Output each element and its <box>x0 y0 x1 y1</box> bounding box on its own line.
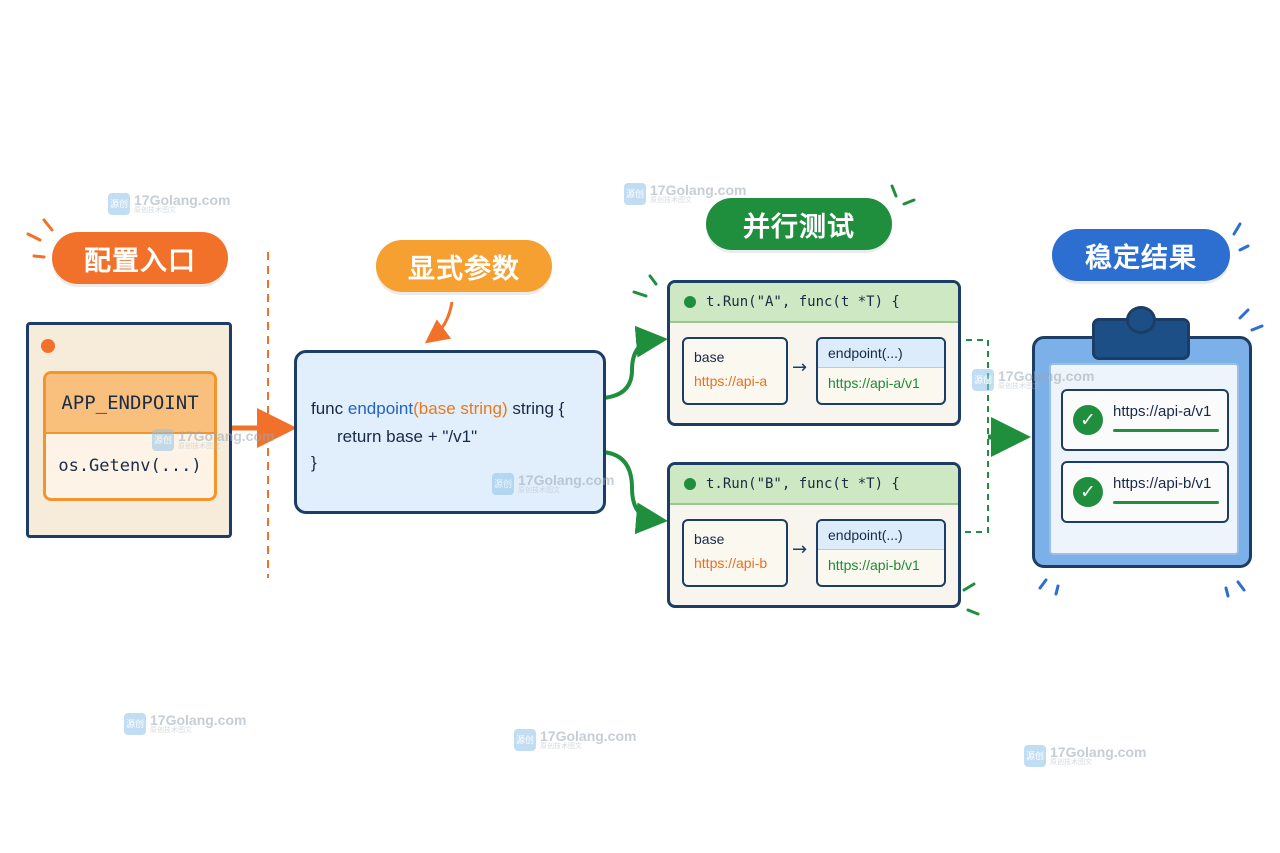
base-box: base https://api-b <box>682 519 788 587</box>
watermark-logo-icon: 源创 <box>972 368 994 391</box>
test-header: t.Run("A", func(t *T) { <box>670 283 958 323</box>
test-panel-b: t.Run("B", func(t *T) { base https://api… <box>667 462 961 608</box>
status-dot <box>684 296 696 308</box>
func-body-line: return base + "/v1" <box>337 427 478 446</box>
watermark-logo-icon: 源创 <box>492 472 514 495</box>
getenv-call: os.Getenv(...) <box>58 456 202 476</box>
stable-result-label: 稳定结果 <box>1052 229 1230 281</box>
test-header-text: t.Run("B", func(t *T) { <box>706 476 900 492</box>
config-entry-label: 配置入口 <box>52 232 228 284</box>
base-label: base <box>694 349 725 365</box>
results-clipboard: ✓ https://api-a/v1 ✓ https://api-b/v1 <box>1032 336 1252 568</box>
explicit-params-label: 显式参数 <box>376 240 552 292</box>
endpoint-label: endpoint(...) <box>828 527 903 543</box>
base-value: https://api-b <box>694 555 768 571</box>
watermark-logo-icon: 源创 <box>124 712 146 735</box>
env-var-name: APP_ENDPOINT <box>46 374 214 434</box>
arrow-right-icon: → <box>792 539 808 560</box>
base-label: base <box>694 531 725 547</box>
watermark-logo-icon: 源创 <box>108 192 130 215</box>
endpoint-box: endpoint(...) https://api-a/v1 <box>816 337 946 405</box>
test-header: t.Run("B", func(t *T) { <box>670 465 958 505</box>
parallel-tests-label: 并行测试 <box>706 198 892 250</box>
underline <box>1113 501 1219 504</box>
result-url: https://api-b/v1 <box>1113 475 1212 492</box>
endpoint-function-card: func endpoint(base string) string { retu… <box>294 350 606 514</box>
func-close-brace: } <box>311 453 317 472</box>
func-param: base string <box>418 399 502 418</box>
check-icon: ✓ <box>1073 477 1103 507</box>
watermark-logo-icon: 源创 <box>514 728 536 751</box>
func-name: endpoint <box>347 399 414 418</box>
endpoint-box: endpoint(...) https://api-b/v1 <box>816 519 946 587</box>
result-item: ✓ https://api-b/v1 <box>1061 461 1229 523</box>
check-icon: ✓ <box>1073 405 1103 435</box>
endpoint-value: https://api-a/v1 <box>828 375 920 391</box>
result-url: https://api-a/v1 <box>1113 403 1212 420</box>
watermark-logo-icon: 源创 <box>624 182 646 205</box>
pin-dot <box>41 339 55 353</box>
endpoint-label: endpoint(...) <box>828 345 903 361</box>
watermark-logo-icon: 源创 <box>152 428 174 451</box>
underline <box>1113 429 1219 432</box>
test-panel-a: t.Run("A", func(t *T) { base https://api… <box>667 280 961 426</box>
clipboard-paper: ✓ https://api-a/v1 ✓ https://api-b/v1 <box>1049 363 1239 555</box>
result-item: ✓ https://api-a/v1 <box>1061 389 1229 451</box>
status-dot <box>684 478 696 490</box>
endpoint-value: https://api-b/v1 <box>828 557 920 573</box>
clipboard-ring <box>1126 306 1156 334</box>
config-file-card: APP_ENDPOINT os.Getenv(...) <box>26 322 232 538</box>
base-box: base https://api-a <box>682 337 788 405</box>
env-var-box: APP_ENDPOINT os.Getenv(...) <box>43 371 217 501</box>
test-header-text: t.Run("A", func(t *T) { <box>706 294 900 310</box>
arrow-right-icon: → <box>792 357 808 378</box>
base-value: https://api-a <box>694 373 768 389</box>
func-signature: func endpoint(base string) string { <box>311 399 565 418</box>
watermark-logo-icon: 源创 <box>1024 744 1046 767</box>
